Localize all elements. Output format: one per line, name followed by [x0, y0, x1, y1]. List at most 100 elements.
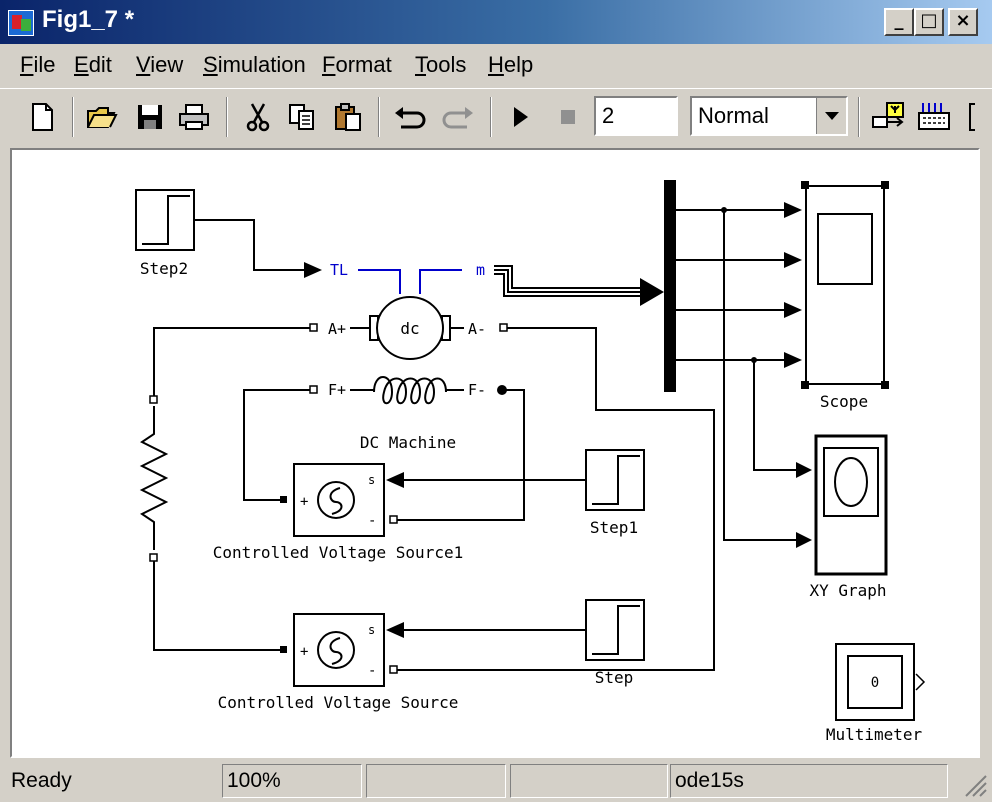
- play-icon: [514, 107, 528, 127]
- stop-time-input[interactable]: 2: [594, 96, 678, 136]
- scope-block[interactable]: [801, 181, 889, 389]
- redo-icon: [442, 107, 473, 129]
- cut-button[interactable]: [240, 99, 276, 135]
- step1-block[interactable]: [585, 449, 645, 511]
- svg-text:+: +: [300, 494, 308, 510]
- overflow-icon: [969, 103, 975, 131]
- multimeter-block[interactable]: 0: [835, 643, 926, 721]
- menu-help[interactable]: Help: [488, 52, 534, 77]
- svg-text:+: +: [300, 644, 308, 660]
- redo-button[interactable]: [440, 99, 476, 135]
- model-canvas[interactable]: Step2 TL m A+ A- F+ F- dc DC Machine + s: [10, 148, 980, 758]
- save-icon: [138, 105, 162, 129]
- xy-graph-block[interactable]: [814, 434, 888, 576]
- minimize-icon: _: [894, 10, 904, 31]
- model-browser-button[interactable]: [916, 99, 952, 135]
- wire-f-minus[interactable]: [394, 389, 525, 521]
- svg-text:s: s: [368, 473, 375, 487]
- start-simulation-button[interactable]: [502, 99, 538, 135]
- close-icon: ×: [955, 10, 971, 31]
- toolbar: [0, 88, 992, 144]
- stop-simulation-button[interactable]: [550, 99, 586, 135]
- port-label-tl: TL: [330, 261, 348, 279]
- dc-symbol-label: dc: [400, 319, 419, 338]
- multimeter-label: Multimeter: [826, 725, 923, 744]
- menu-view[interactable]: View: [136, 52, 184, 77]
- model-browser-icon: [918, 103, 950, 130]
- controlled-voltage-source1-block[interactable]: + s -: [293, 463, 385, 537]
- menu-simulation[interactable]: Simulation: [203, 52, 306, 77]
- xy-graph-label: XY Graph: [809, 581, 886, 600]
- bus-line-m-mux[interactable]: [494, 265, 642, 289]
- cvs-label: Controlled Voltage Source: [218, 693, 459, 712]
- close-button[interactable]: ×: [948, 8, 978, 36]
- svg-text:s: s: [368, 623, 375, 637]
- wire-resistor-cvs[interactable]: [153, 558, 286, 651]
- step1-label: Step1: [590, 518, 638, 537]
- menu-file[interactable]: File: [20, 52, 56, 77]
- simulink-app-icon[interactable]: [8, 10, 34, 36]
- scope-label: Scope: [820, 392, 868, 411]
- paste-button[interactable]: [330, 99, 366, 135]
- branch-to-xy-y[interactable]: [723, 210, 796, 541]
- save-button[interactable]: [132, 99, 168, 135]
- svg-text:-: -: [368, 663, 376, 679]
- library-browser-button[interactable]: [870, 99, 906, 135]
- open-button[interactable]: [84, 99, 120, 135]
- cut-icon: [246, 103, 270, 132]
- status-bar: Ready 100% ode15s: [0, 760, 992, 802]
- menu-tools[interactable]: Tools: [415, 52, 467, 77]
- dc-machine-block[interactable]: dc: [350, 296, 464, 405]
- menu-edit[interactable]: Edit: [74, 52, 112, 77]
- window-title: Fig1_7 *: [42, 6, 135, 33]
- menu-bar: File Edit View Simulation Format Tools H…: [0, 44, 992, 88]
- title-bar[interactable]: Fig1_7 * _ □ ×: [0, 0, 992, 44]
- step2-block[interactable]: [135, 189, 195, 251]
- status-solver: ode15s: [670, 764, 948, 798]
- maximize-icon: □: [920, 10, 938, 31]
- resize-grip-icon[interactable]: [962, 772, 988, 798]
- wire-a-plus[interactable]: [153, 327, 310, 398]
- port-label-m: m: [476, 261, 485, 279]
- signal-line-step2-tl[interactable]: [194, 219, 306, 271]
- m-stub-line: [419, 269, 462, 294]
- status-blank-1: [366, 764, 506, 798]
- svg-text:-: -: [368, 513, 376, 529]
- copy-icon: [289, 104, 314, 130]
- library-browser-icon: [872, 102, 904, 128]
- wire-f-plus[interactable]: [243, 389, 310, 501]
- simulation-mode-select[interactable]: Normal: [690, 96, 848, 136]
- demux-block[interactable]: [664, 180, 676, 392]
- step-label: Step: [595, 668, 634, 687]
- branch-to-xy-x[interactable]: [753, 360, 796, 471]
- wire-a-minus[interactable]: [394, 327, 715, 671]
- toolbar-overflow[interactable]: [962, 99, 982, 135]
- status-blank-2: [510, 764, 668, 798]
- status-zoom: 100%: [222, 764, 362, 798]
- chevron-down-icon: [824, 112, 839, 120]
- step-block[interactable]: [585, 599, 645, 661]
- simulation-mode-value: Normal: [698, 103, 769, 128]
- multimeter-value: 0: [871, 675, 879, 691]
- step2-label: Step2: [140, 259, 188, 278]
- maximize-button[interactable]: □: [914, 8, 944, 36]
- port-label-a-plus: A+: [328, 320, 346, 338]
- resistor[interactable]: [139, 406, 169, 550]
- new-icon: [32, 103, 53, 131]
- tl-stub-line: [358, 269, 401, 294]
- copy-button[interactable]: [284, 99, 320, 135]
- port-label-f-plus: F+: [328, 381, 346, 399]
- controlled-voltage-source-block[interactable]: + s -: [293, 613, 385, 687]
- port-label-f-minus: F-: [468, 381, 486, 399]
- open-icon: [87, 107, 118, 128]
- undo-button[interactable]: [392, 99, 428, 135]
- minimize-button[interactable]: _: [884, 8, 914, 36]
- stop-icon: [561, 110, 575, 124]
- dc-machine-label: DC Machine: [360, 433, 456, 452]
- menu-format[interactable]: Format: [322, 52, 392, 77]
- dropdown-arrow-button[interactable]: [816, 98, 846, 134]
- port-label-a-minus: A-: [468, 320, 486, 338]
- new-button[interactable]: [24, 99, 60, 135]
- undo-icon: [395, 107, 426, 129]
- print-button[interactable]: [176, 99, 212, 135]
